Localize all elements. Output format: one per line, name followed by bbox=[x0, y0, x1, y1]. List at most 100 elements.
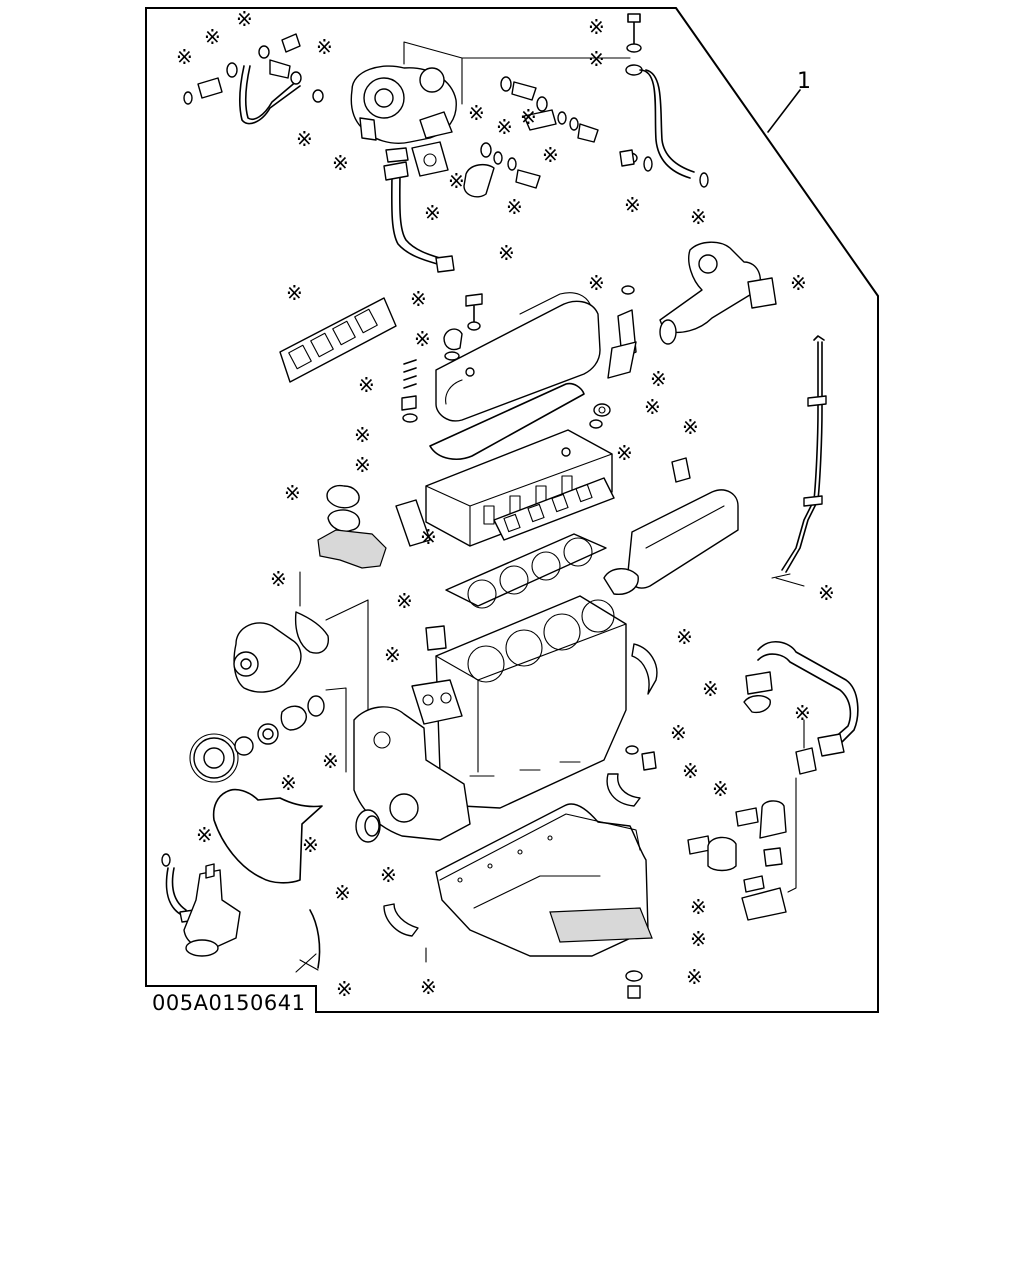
kit-item-marker: ※ bbox=[176, 45, 193, 69]
kit-item-marker: ※ bbox=[712, 777, 729, 801]
kit-item-marker: ※ bbox=[520, 105, 537, 129]
kit-item-marker: ※ bbox=[498, 241, 515, 265]
kit-item-marker: ※ bbox=[380, 863, 397, 887]
block-small-gasket bbox=[425, 625, 447, 651]
kit-item-marker: ※ bbox=[682, 759, 699, 783]
kit-item-marker: ※ bbox=[588, 15, 605, 39]
kit-item-marker: ※ bbox=[204, 25, 221, 49]
kit-item-marker: ※ bbox=[690, 895, 707, 919]
idler-hub bbox=[234, 695, 325, 756]
kit-item-marker: ※ bbox=[420, 525, 437, 549]
kit-item-marker: ※ bbox=[624, 193, 641, 217]
kit-item-marker: ※ bbox=[196, 823, 213, 847]
cylinder-head bbox=[425, 429, 613, 547]
water-pump bbox=[233, 622, 302, 693]
kit-item-marker: ※ bbox=[410, 287, 427, 311]
kit-item-marker: ※ bbox=[676, 625, 693, 649]
turbo-oil-banjo-fittings bbox=[463, 76, 599, 198]
kit-item-marker: ※ bbox=[690, 927, 707, 951]
drawing-code-label: 005A0150641 bbox=[152, 991, 305, 1015]
kit-item-marker: ※ bbox=[354, 423, 371, 447]
drain-plug bbox=[627, 985, 641, 999]
egr-pipe bbox=[743, 641, 859, 775]
intake-elbow bbox=[659, 241, 777, 345]
egr-valve bbox=[687, 800, 787, 921]
kit-item-marker: ※ bbox=[302, 833, 319, 857]
kit-item-marker: ※ bbox=[496, 115, 513, 139]
turbo-flange-gasket bbox=[411, 141, 449, 177]
kit-item-marker: ※ bbox=[270, 567, 287, 591]
kit-item-marker: ※ bbox=[384, 643, 401, 667]
upper-left-oil-line bbox=[183, 33, 324, 125]
oil-pump-assembly bbox=[161, 853, 241, 957]
kit-callout-leader bbox=[767, 89, 801, 133]
kit-item-marker: ※ bbox=[588, 271, 605, 295]
kit-item-marker: ※ bbox=[468, 101, 485, 125]
kit-item-marker: ※ bbox=[794, 701, 811, 725]
kit-item-marker: ※ bbox=[296, 127, 313, 151]
kit-item-marker: ※ bbox=[616, 441, 633, 465]
dipstick-tube bbox=[771, 335, 827, 579]
turbocharger bbox=[350, 41, 631, 144]
kit-item-marker: ※ bbox=[358, 373, 375, 397]
kit-item-marker: ※ bbox=[670, 721, 687, 745]
kit-item-marker: ※ bbox=[702, 677, 719, 701]
intake-manifold bbox=[603, 457, 739, 595]
turbo-small-gasket bbox=[385, 147, 409, 163]
kit-item-marker: ※ bbox=[588, 47, 605, 71]
kit-item-marker: ※ bbox=[644, 395, 661, 419]
kit-item-marker: ※ bbox=[506, 195, 523, 219]
kit-item-marker: ※ bbox=[322, 749, 339, 773]
kit-item-marker: ※ bbox=[542, 143, 559, 167]
kit-item-marker: ※ bbox=[236, 7, 253, 31]
kit-item-marker: ※ bbox=[316, 35, 333, 59]
thrust-washer-lower bbox=[383, 903, 419, 937]
exhaust-manifold-gasket bbox=[279, 297, 397, 383]
kit-callout-number: 1 bbox=[797, 69, 811, 94]
kit-item-marker: ※ bbox=[790, 271, 807, 295]
gear-case-gasket bbox=[212, 788, 323, 884]
kit-item-marker: ※ bbox=[682, 415, 699, 439]
block-side-gasket bbox=[411, 679, 463, 725]
kit-item-marker: ※ bbox=[332, 151, 349, 175]
kit-item-marker: ※ bbox=[396, 589, 413, 613]
kit-item-marker: ※ bbox=[280, 771, 297, 795]
kit-item-marker: ※ bbox=[650, 367, 667, 391]
head-exhaust-gasket bbox=[493, 477, 615, 541]
kit-item-marker: ※ bbox=[448, 169, 465, 193]
kit-item-marker: ※ bbox=[686, 965, 703, 989]
rear-seal-gasket-leader bbox=[309, 909, 321, 969]
rocker-cover bbox=[435, 292, 601, 422]
gear-case-cover bbox=[353, 706, 471, 841]
front-crank-oil-seal bbox=[355, 809, 381, 843]
crank-gear bbox=[189, 733, 239, 783]
cylinder-block bbox=[435, 595, 627, 809]
rocker-cover-gasket bbox=[429, 382, 585, 460]
valve-spring-seal bbox=[401, 359, 418, 423]
kit-item-marker: ※ bbox=[334, 881, 351, 905]
kit-item-marker: ※ bbox=[420, 975, 437, 999]
thermostat-gasket bbox=[317, 484, 431, 569]
leader-lines bbox=[295, 571, 805, 973]
turbo-oil-feed-pipe bbox=[619, 13, 709, 188]
fuel-injector bbox=[589, 285, 637, 429]
kit-item-marker: ※ bbox=[818, 581, 835, 605]
rear-oil-seal-gasket bbox=[631, 643, 658, 695]
kit-item-marker: ※ bbox=[354, 453, 371, 477]
thrust-washer-right bbox=[606, 773, 641, 807]
kit-item-marker: ※ bbox=[284, 481, 301, 505]
oil-filler-cap bbox=[443, 293, 483, 361]
water-pump-gasket bbox=[294, 611, 329, 654]
kit-item-marker: ※ bbox=[414, 327, 431, 351]
oil-pan-gasket bbox=[549, 907, 653, 943]
cylinder-head-gasket bbox=[445, 533, 607, 609]
kit-item-markers: ※ ※ ※ ※ ※ ※ ※ ※ ※ ※ ※ ※ ※ ※ ※ ※ ※ ※ ※ ※ … bbox=[176, 7, 835, 1001]
kit-outline-frame bbox=[145, 7, 879, 1013]
turbo-oil-drain-pipe bbox=[383, 161, 455, 273]
kit-item-marker: ※ bbox=[424, 201, 441, 225]
kit-item-marker: ※ bbox=[336, 977, 353, 1001]
kit-item-marker: ※ bbox=[690, 205, 707, 229]
kit-item-marker: ※ bbox=[286, 281, 303, 305]
drain-plug-washer bbox=[625, 970, 643, 982]
